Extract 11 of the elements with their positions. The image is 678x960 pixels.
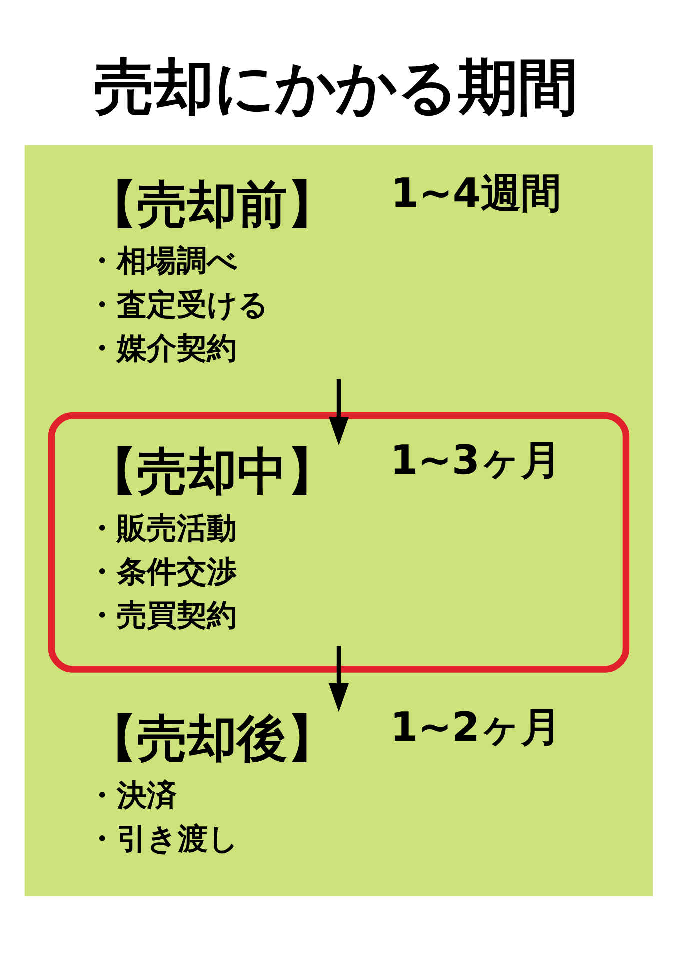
cluster [48, 412, 630, 672]
node-text: 【売却後】 ・決済 ・引き渡し [87, 708, 338, 857]
cluster [24, 144, 654, 896]
node-text: 【売却中】 ・販売活動 ・条件交渉 ・売買契約 [87, 441, 338, 634]
node-label: 1~4週間 [391, 170, 561, 217]
diagram-title: 売却にかかる期間 [94, 52, 578, 123]
node-label: 1~2ヶ月 [390, 704, 562, 751]
node-label: 1~3ヶ月 [390, 436, 562, 484]
node-text: 【売却前】 ・相場調べ ・査定受ける ・媒介契約 [87, 174, 338, 366]
arrow [328, 646, 350, 712]
arrow [328, 378, 350, 446]
